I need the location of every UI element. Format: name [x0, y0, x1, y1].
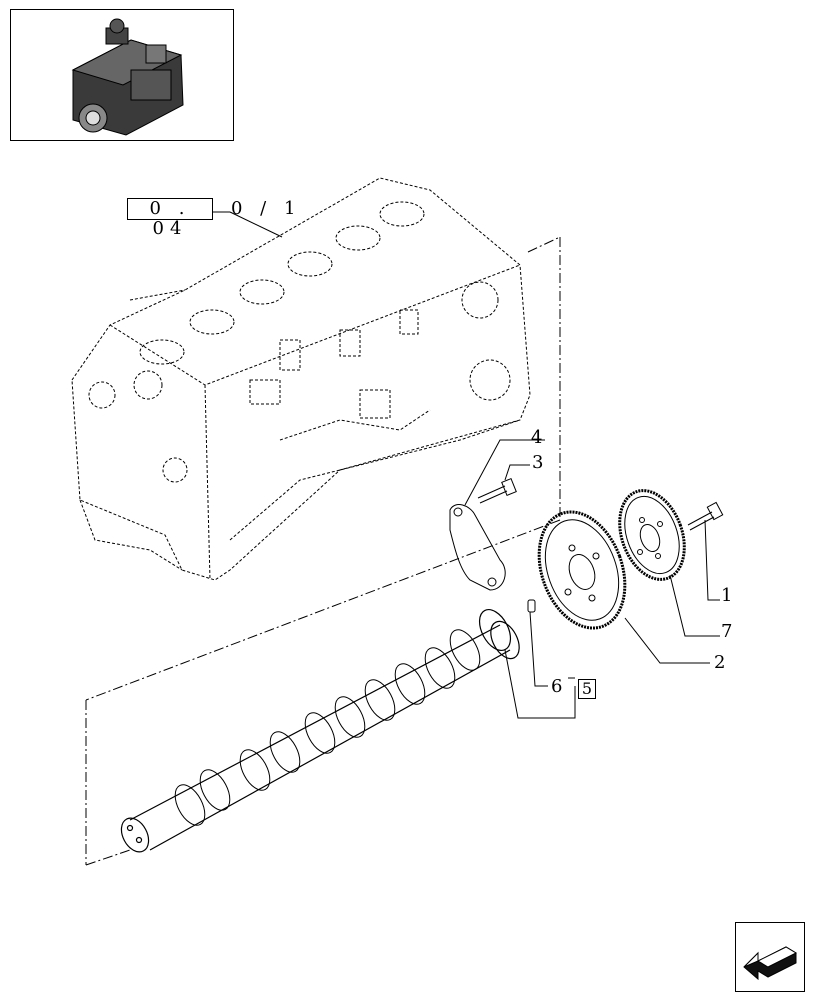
assembly-frame-line [85, 236, 561, 866]
bolt-part-1 [687, 501, 724, 531]
previous-page-button[interactable] [735, 922, 805, 992]
engine-thumbnail [10, 9, 234, 141]
callout-2: 2 [714, 652, 726, 673]
callout-6: 6 [551, 676, 563, 697]
leader-3 [504, 464, 530, 481]
engine-block-outline [71, 177, 531, 581]
reference-code-suffix: 0 / 1 [231, 198, 302, 219]
gear-part-7 [618, 489, 686, 581]
leader-6 [529, 611, 548, 687]
leader-7 [669, 574, 720, 637]
callout-7: 7 [721, 621, 733, 642]
camshaft [120, 609, 520, 853]
previous-page-arrow-icon [743, 946, 798, 981]
engine-thumbnail-icon [71, 18, 184, 136]
thrust-plate [449, 504, 506, 591]
reference-code-box: 0 . 04 [127, 198, 213, 239]
bolt-part-3 [477, 477, 517, 504]
leader-6-bracket [504, 649, 576, 719]
callout-5-boxed: 5 [578, 679, 596, 699]
leader-4 [464, 439, 545, 506]
camshaft-gear-part-2 [537, 510, 627, 630]
leader-2 [624, 617, 710, 664]
dowel-pin [527, 599, 536, 613]
leader-1 [704, 519, 720, 601]
callout-1: 1 [721, 585, 733, 606]
callout-3: 3 [532, 452, 544, 473]
callout-4: 4 [531, 427, 543, 448]
